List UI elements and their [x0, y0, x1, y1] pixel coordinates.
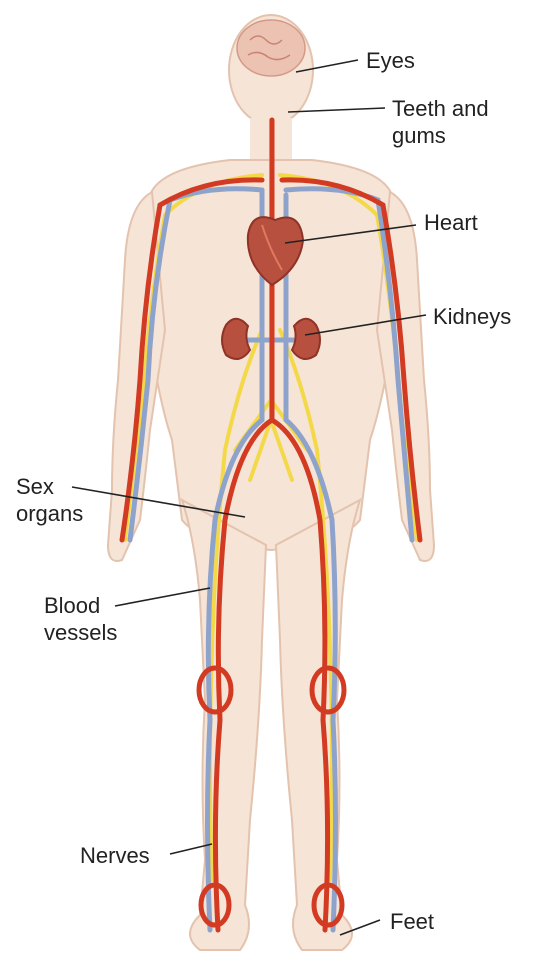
label-sex-organs: Sex organs: [16, 473, 83, 527]
label-sex-line2: organs: [16, 500, 83, 527]
right-kidney: [292, 319, 320, 359]
label-teeth-line2: gums: [392, 122, 489, 149]
label-heart: Heart: [424, 209, 478, 236]
brain: [237, 20, 305, 76]
label-nerves: Nerves: [80, 842, 150, 869]
right-leg: [276, 500, 360, 950]
label-blood-line2: vessels: [44, 619, 117, 646]
label-blood-vessels: Blood vessels: [44, 592, 117, 646]
leader-teeth: [288, 108, 385, 112]
label-blood-line1: Blood: [44, 592, 117, 619]
label-sex-line1: Sex: [16, 473, 83, 500]
label-eyes: Eyes: [366, 47, 415, 74]
label-teeth-and-gums: Teeth and gums: [392, 95, 489, 149]
label-feet: Feet: [390, 908, 434, 935]
label-kidneys: Kidneys: [433, 303, 511, 330]
left-kidney: [222, 319, 250, 359]
leader-blood-vessels: [115, 588, 210, 606]
left-leg: [182, 500, 266, 950]
label-teeth-line1: Teeth and: [392, 95, 489, 122]
